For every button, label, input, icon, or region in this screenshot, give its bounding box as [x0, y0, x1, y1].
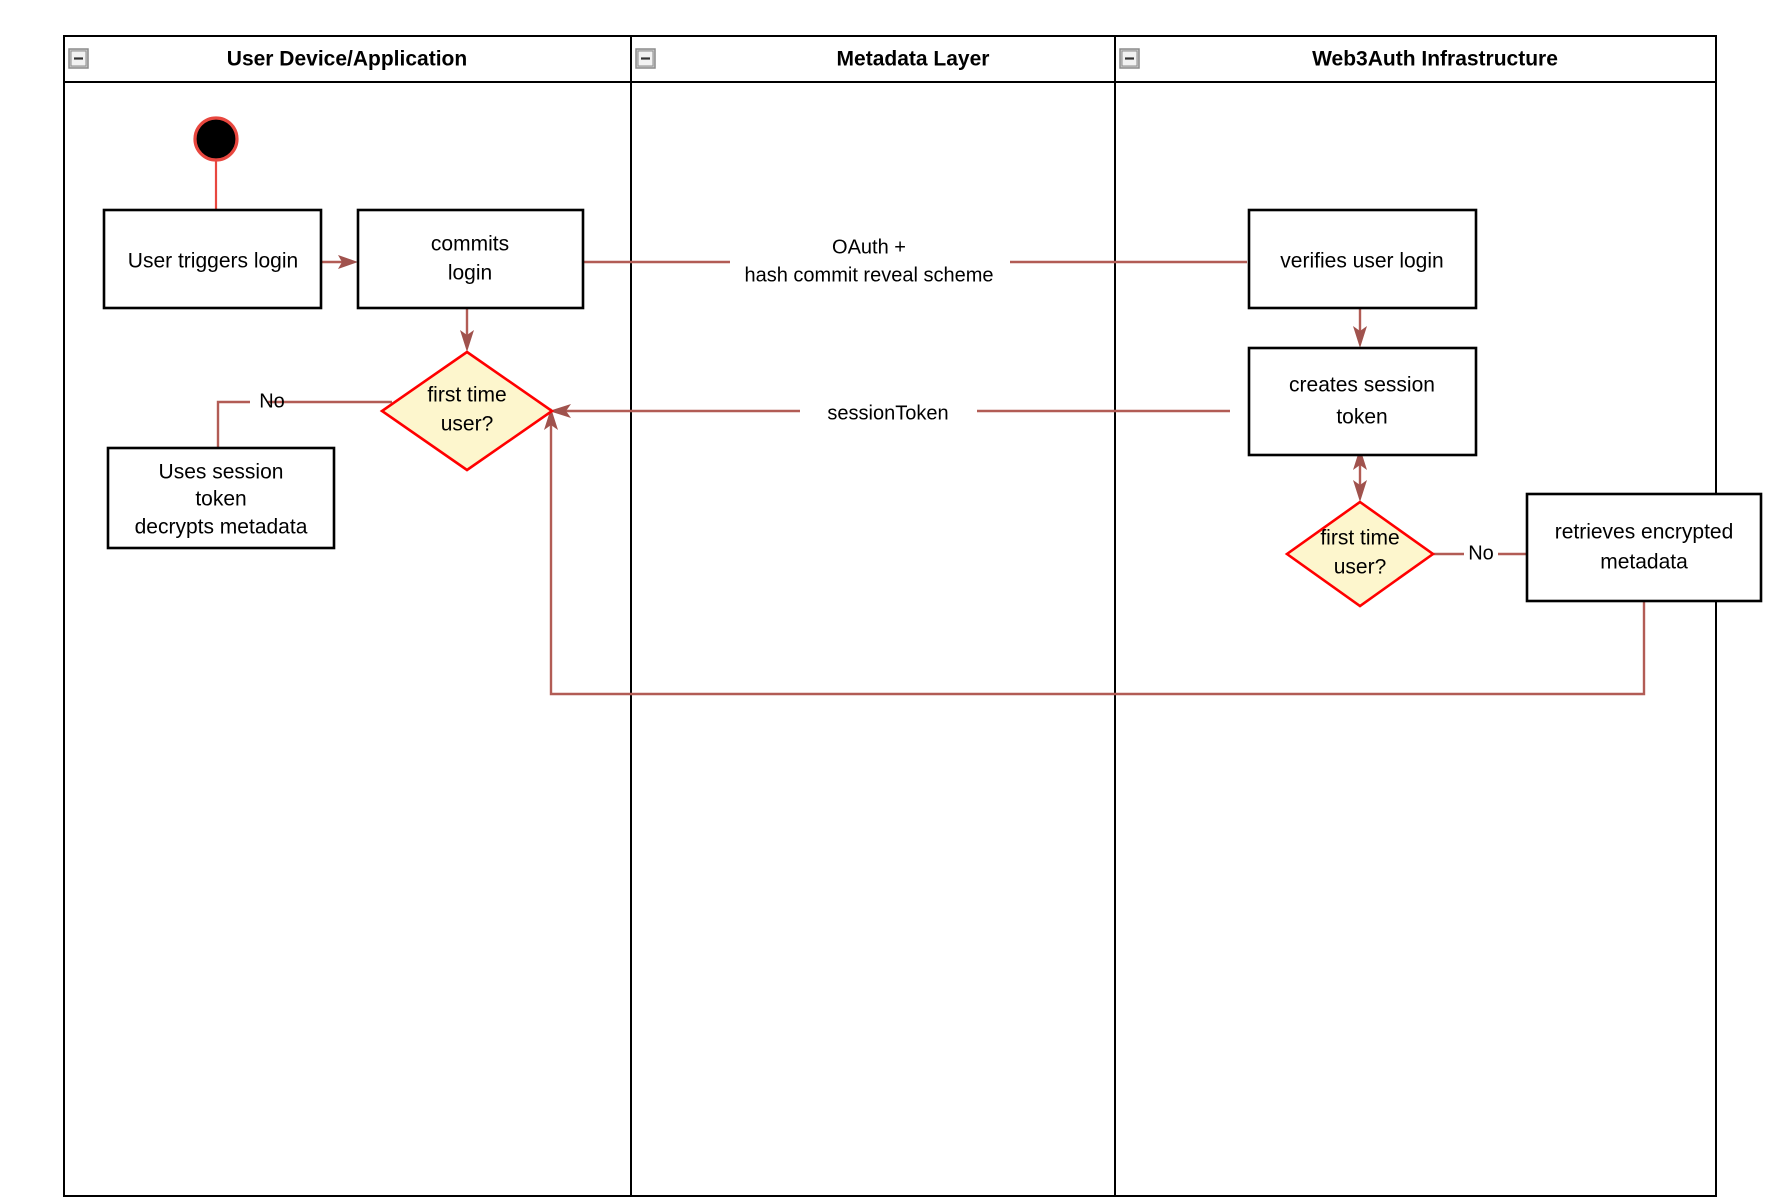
edge-user-triggers-login-to-commits-login	[320, 255, 358, 269]
node-user-triggers-login[interactable]: User triggers login	[102, 208, 323, 310]
lane-title-web3auth: Web3Auth Infrastructure	[1312, 48, 1558, 71]
edge-decision-right-no-to-retrieves-encrypted-metadata: No	[1432, 542, 1527, 564]
node-retrieves-encrypted-metadata[interactable]: retrieves encrypted metadata	[1525, 492, 1763, 603]
edge-commits-login-to-verifies-user-login: OAuth + hash commit reveal scheme	[583, 236, 1247, 286]
edge-label-oauth-line2: hash commit reveal scheme	[745, 264, 994, 286]
lane-body-metadata	[630, 35, 1116, 1197]
node-decision-first-time-user-left[interactable]: first time user?	[379, 350, 555, 472]
node-label-uses-session-token-line3: decrypts metadata	[135, 516, 308, 539]
node-uses-session-token[interactable]: Uses session token decrypts metadata	[106, 446, 336, 550]
edge-label-no-right: No	[1468, 542, 1494, 564]
node-label-uses-session-token-line1: Uses session	[159, 461, 284, 484]
edge-creates-session-token-to-decision-right	[1353, 448, 1367, 502]
collapse-minus-icon[interactable]	[635, 48, 656, 69]
collapse-minus-icon[interactable]	[68, 48, 89, 69]
start-node[interactable]	[193, 116, 239, 162]
lane-title-metadata: Metadata Layer	[837, 48, 990, 71]
node-label-uses-session-token-line2: token	[195, 488, 246, 511]
node-label-decision-right-line1: first time	[1320, 527, 1399, 550]
node-label-retrieves-encrypted-metadata-line2: metadata	[1600, 551, 1688, 574]
edge-label-oauth-line1: OAuth +	[832, 236, 906, 258]
lane-header-web3auth[interactable]	[1114, 35, 1717, 83]
node-creates-session-token[interactable]: creates session token	[1247, 346, 1478, 457]
node-verifies-user-login[interactable]: verifies user login	[1247, 208, 1478, 310]
lane-header-user-device[interactable]	[63, 35, 632, 83]
node-label-retrieves-encrypted-metadata-line1: retrieves encrypted	[1555, 521, 1734, 544]
collapse-minus-icon[interactable]	[1119, 48, 1140, 69]
lane-header-metadata[interactable]	[630, 35, 1116, 83]
node-label-creates-session-token-line1: creates session	[1289, 374, 1435, 397]
edge-retrieves-encrypted-metadata-return-to-decision-left	[544, 408, 1646, 696]
lane-title-user-device: User Device/Application	[227, 48, 467, 71]
edge-label-no-left: No	[259, 390, 285, 412]
node-label-verifies-user-login: verifies user login	[1280, 250, 1443, 273]
node-label-decision-right-line2: user?	[1334, 556, 1387, 579]
edge-label-session-token: sessionToken	[827, 402, 948, 424]
node-label-commits-login-line1: commits	[431, 233, 509, 256]
node-label-creates-session-token-line2: token	[1336, 406, 1387, 429]
edge-decision-left-no-to-uses-session-token: No	[216, 390, 392, 448]
node-decision-first-time-user-right[interactable]: first time user?	[1284, 500, 1436, 608]
node-commits-login[interactable]: commits login	[356, 208, 585, 310]
swimlane-metadata: Metadata Layer	[630, 35, 1116, 1197]
edge-creates-session-token-to-decision-left: sessionToken	[549, 402, 1230, 424]
node-label-decision-left-line2: user?	[441, 413, 494, 436]
node-label-user-triggers-login: User triggers login	[128, 250, 298, 273]
node-label-decision-left-line1: first time	[427, 384, 506, 407]
edge-commits-login-to-decision-left	[460, 308, 474, 352]
edge-verifies-user-login-to-creates-session-token	[1353, 308, 1367, 348]
node-label-commits-login-line2: login	[448, 262, 492, 285]
